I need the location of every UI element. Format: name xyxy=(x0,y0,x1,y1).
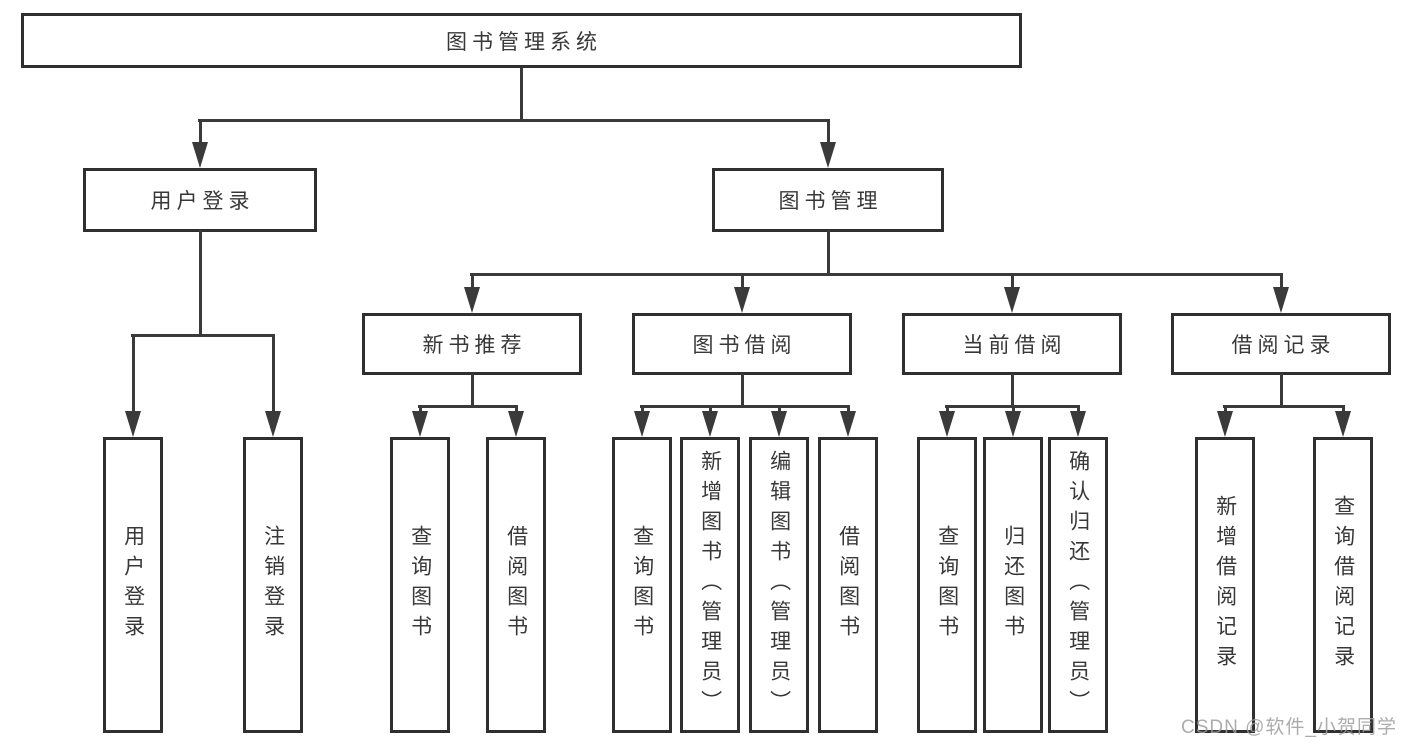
connector-stem xyxy=(826,230,830,276)
arrow-line xyxy=(1341,406,1345,413)
node-current-borrow: 当前借阅 xyxy=(902,313,1122,375)
leaf-borrow-books-2: 借阅图书 xyxy=(818,437,878,733)
leaf-label: 编辑图书（管理员） xyxy=(767,450,791,720)
leaf-query-borrow-record: 查询借阅记录 xyxy=(1313,437,1373,733)
arrow-down-icon xyxy=(820,142,836,168)
leaf-query-books-3: 查询图书 xyxy=(917,437,977,733)
arrow-line xyxy=(1011,406,1015,413)
connector-bar xyxy=(418,404,518,408)
node-label: 当前借阅 xyxy=(962,334,1067,357)
leaf-label: 借阅图书 xyxy=(504,525,528,645)
leaf-label: 查询图书 xyxy=(935,525,959,645)
connector-bar xyxy=(131,333,275,337)
node-user-login: 用户登录 xyxy=(83,168,317,232)
arrow-down-icon xyxy=(634,411,650,437)
arrow-line xyxy=(1076,406,1080,413)
leaf-label: 注销登录 xyxy=(261,525,285,645)
leaf-label: 新增借阅记录 xyxy=(1213,495,1237,675)
leaf-label: 查询图书 xyxy=(630,525,654,645)
arrow-down-icon xyxy=(1005,411,1021,437)
arrow-down-icon xyxy=(1217,411,1233,437)
leaf-label: 确认归还（管理员） xyxy=(1066,450,1090,720)
node-book-management: 图书管理 xyxy=(712,168,944,232)
connector-stem xyxy=(1010,373,1014,407)
connector-bar xyxy=(640,404,850,408)
leaf-edit-books-admin: 编辑图书（管理员） xyxy=(749,437,809,733)
connector-stem xyxy=(1279,373,1283,407)
arrow-line xyxy=(777,406,781,413)
leaf-query-books-1: 查询图书 xyxy=(390,437,450,733)
arrow-down-icon xyxy=(840,411,856,437)
node-label: 图书管理系统 xyxy=(446,30,602,54)
leaf-borrow-books-1: 借阅图书 xyxy=(486,437,546,733)
arrow-down-icon xyxy=(771,411,787,437)
leaf-return-books: 归还图书 xyxy=(983,437,1043,733)
arrow-line xyxy=(945,406,949,413)
arrow-line xyxy=(198,120,202,144)
arrow-down-icon xyxy=(1070,411,1086,437)
arrow-down-icon xyxy=(265,411,281,437)
node-label: 用户登录 xyxy=(150,190,255,213)
arrow-line xyxy=(1279,274,1283,289)
leaf-label: 借阅图书 xyxy=(836,525,860,645)
arrow-down-icon xyxy=(734,287,750,313)
leaf-label: 新增图书（管理员） xyxy=(698,450,722,720)
leaf-logout: 注销登录 xyxy=(243,437,303,733)
leaf-label: 用户登录 xyxy=(121,525,145,645)
node-label: 图书借阅 xyxy=(692,334,797,357)
leaf-label: 查询图书 xyxy=(408,525,432,645)
leaf-add-borrow-record: 新增借阅记录 xyxy=(1195,437,1255,733)
connector-bar xyxy=(1223,404,1345,408)
leaf-label: 归还图书 xyxy=(1001,525,1025,645)
arrow-line xyxy=(1223,406,1227,413)
node-book-borrow: 图书借阅 xyxy=(632,313,852,375)
node-label: 借阅记录 xyxy=(1231,334,1336,357)
leaf-confirm-return-admin: 确认归还（管理员） xyxy=(1048,437,1108,733)
arrow-line xyxy=(708,406,712,413)
watermark: CSDN @软件_小贺同学 xyxy=(1181,717,1397,738)
arrow-line xyxy=(826,120,830,144)
node-label: 图书管理 xyxy=(778,190,883,213)
arrow-line xyxy=(846,406,850,413)
node-new-book-recommend: 新书推荐 xyxy=(362,313,582,375)
arrow-down-icon xyxy=(702,411,718,437)
leaf-query-books-2: 查询图书 xyxy=(612,437,672,733)
node-borrow-records: 借阅记录 xyxy=(1171,313,1391,375)
arrow-line xyxy=(418,406,422,413)
arrow-down-icon xyxy=(412,411,428,437)
leaf-user-login: 用户登录 xyxy=(103,437,163,733)
arrow-line xyxy=(470,274,474,289)
connector-bar xyxy=(198,118,830,122)
arrow-line xyxy=(740,274,744,289)
node-label: 新书推荐 xyxy=(422,334,527,357)
arrow-down-icon xyxy=(1335,411,1351,437)
arrow-down-icon xyxy=(192,142,208,168)
arrow-down-icon xyxy=(1004,287,1020,313)
connector-stem xyxy=(470,373,474,407)
node-library-management-system: 图书管理系统 xyxy=(21,13,1022,68)
arrow-down-icon xyxy=(1273,287,1289,313)
arrow-line xyxy=(131,335,135,413)
connector-stem xyxy=(519,68,523,122)
arrow-line xyxy=(514,406,518,413)
connector-stem xyxy=(740,373,744,407)
arrow-line xyxy=(640,406,644,413)
arrow-down-icon xyxy=(125,411,141,437)
arrow-down-icon xyxy=(939,411,955,437)
arrow-down-icon xyxy=(464,287,480,313)
leaf-label: 查询借阅记录 xyxy=(1331,495,1355,675)
arrow-line xyxy=(1010,274,1014,289)
arrow-line xyxy=(271,335,275,413)
leaf-add-books-admin: 新增图书（管理员） xyxy=(680,437,740,733)
connector-bar xyxy=(470,272,1283,276)
arrow-down-icon xyxy=(508,411,524,437)
connector-stem xyxy=(198,230,202,336)
